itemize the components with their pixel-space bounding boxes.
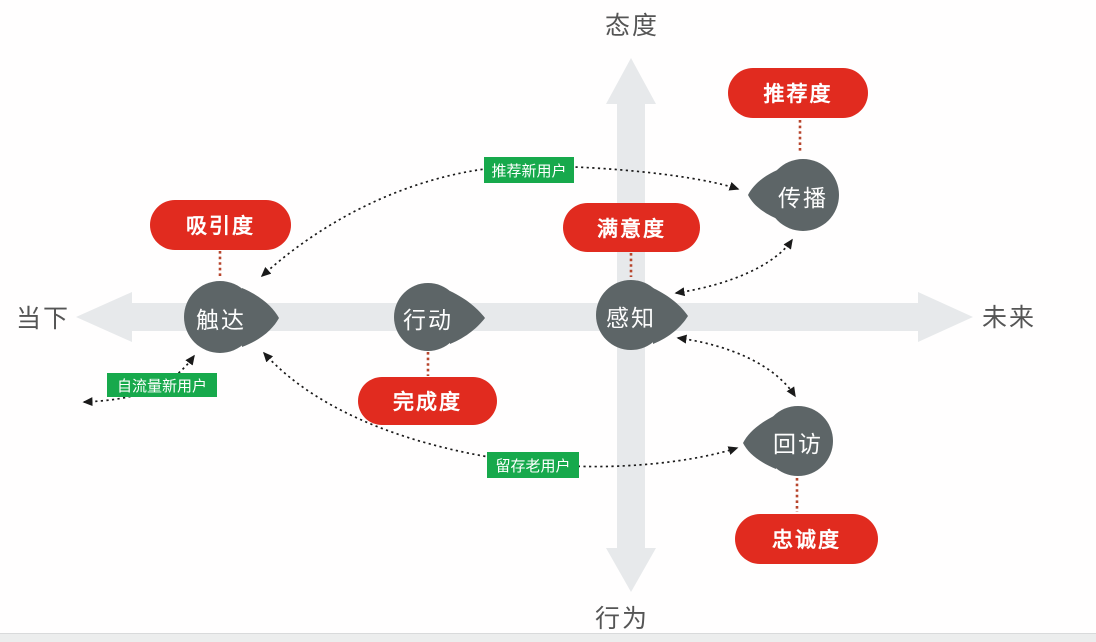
node-bubble-spread [748, 159, 839, 231]
flow-tag-retained-old-users: 留存老用户 [487, 452, 579, 478]
axis-label-attitude: 态度 [604, 12, 660, 40]
axis-arrow-up-icon [606, 58, 656, 104]
node-label-reach: 触达 [196, 307, 246, 333]
flow-tag-recommended-new-users: 推荐新用户 [484, 157, 574, 183]
flow-curve-perception-to-spread [674, 238, 793, 297]
node-label-spread: 传播 [778, 185, 828, 211]
axis-arrow-down-icon [606, 548, 656, 592]
node-label-perception: 感知 [606, 305, 656, 331]
axis-label-behavior: 行为 [594, 605, 650, 633]
metric-pill-attractiveness: 吸引度 [150, 200, 291, 250]
metric-pill-satisfaction: 满意度 [563, 203, 700, 252]
window-bottom-edge [0, 633, 1096, 642]
axis-label-future: 未来 [981, 304, 1037, 332]
metric-connectors [218, 120, 802, 512]
node-bubble-revisit [743, 406, 833, 476]
metric-pill-recommendation: 推荐度 [728, 68, 868, 118]
flow-tag-organic-new-users: 自流量新用户 [107, 373, 217, 397]
metric-pill-completion: 完成度 [358, 377, 497, 425]
metric-pill-loyalty: 忠诚度 [735, 514, 878, 564]
axis-arrow-right-icon [918, 292, 973, 342]
node-bubble-reach [184, 281, 279, 353]
axis-label-present: 当下 [15, 305, 71, 333]
flow-curve-perception-to-revisit [676, 334, 796, 398]
flow-curve-revisit-to-reach [262, 351, 739, 468]
axis-arrow-left-icon [76, 292, 132, 342]
node-bubble-perception [596, 280, 688, 350]
node-bubble-action [394, 283, 485, 351]
stage-nodes [184, 159, 839, 476]
node-label-revisit: 回访 [773, 431, 823, 457]
node-label-action: 行动 [403, 307, 453, 333]
